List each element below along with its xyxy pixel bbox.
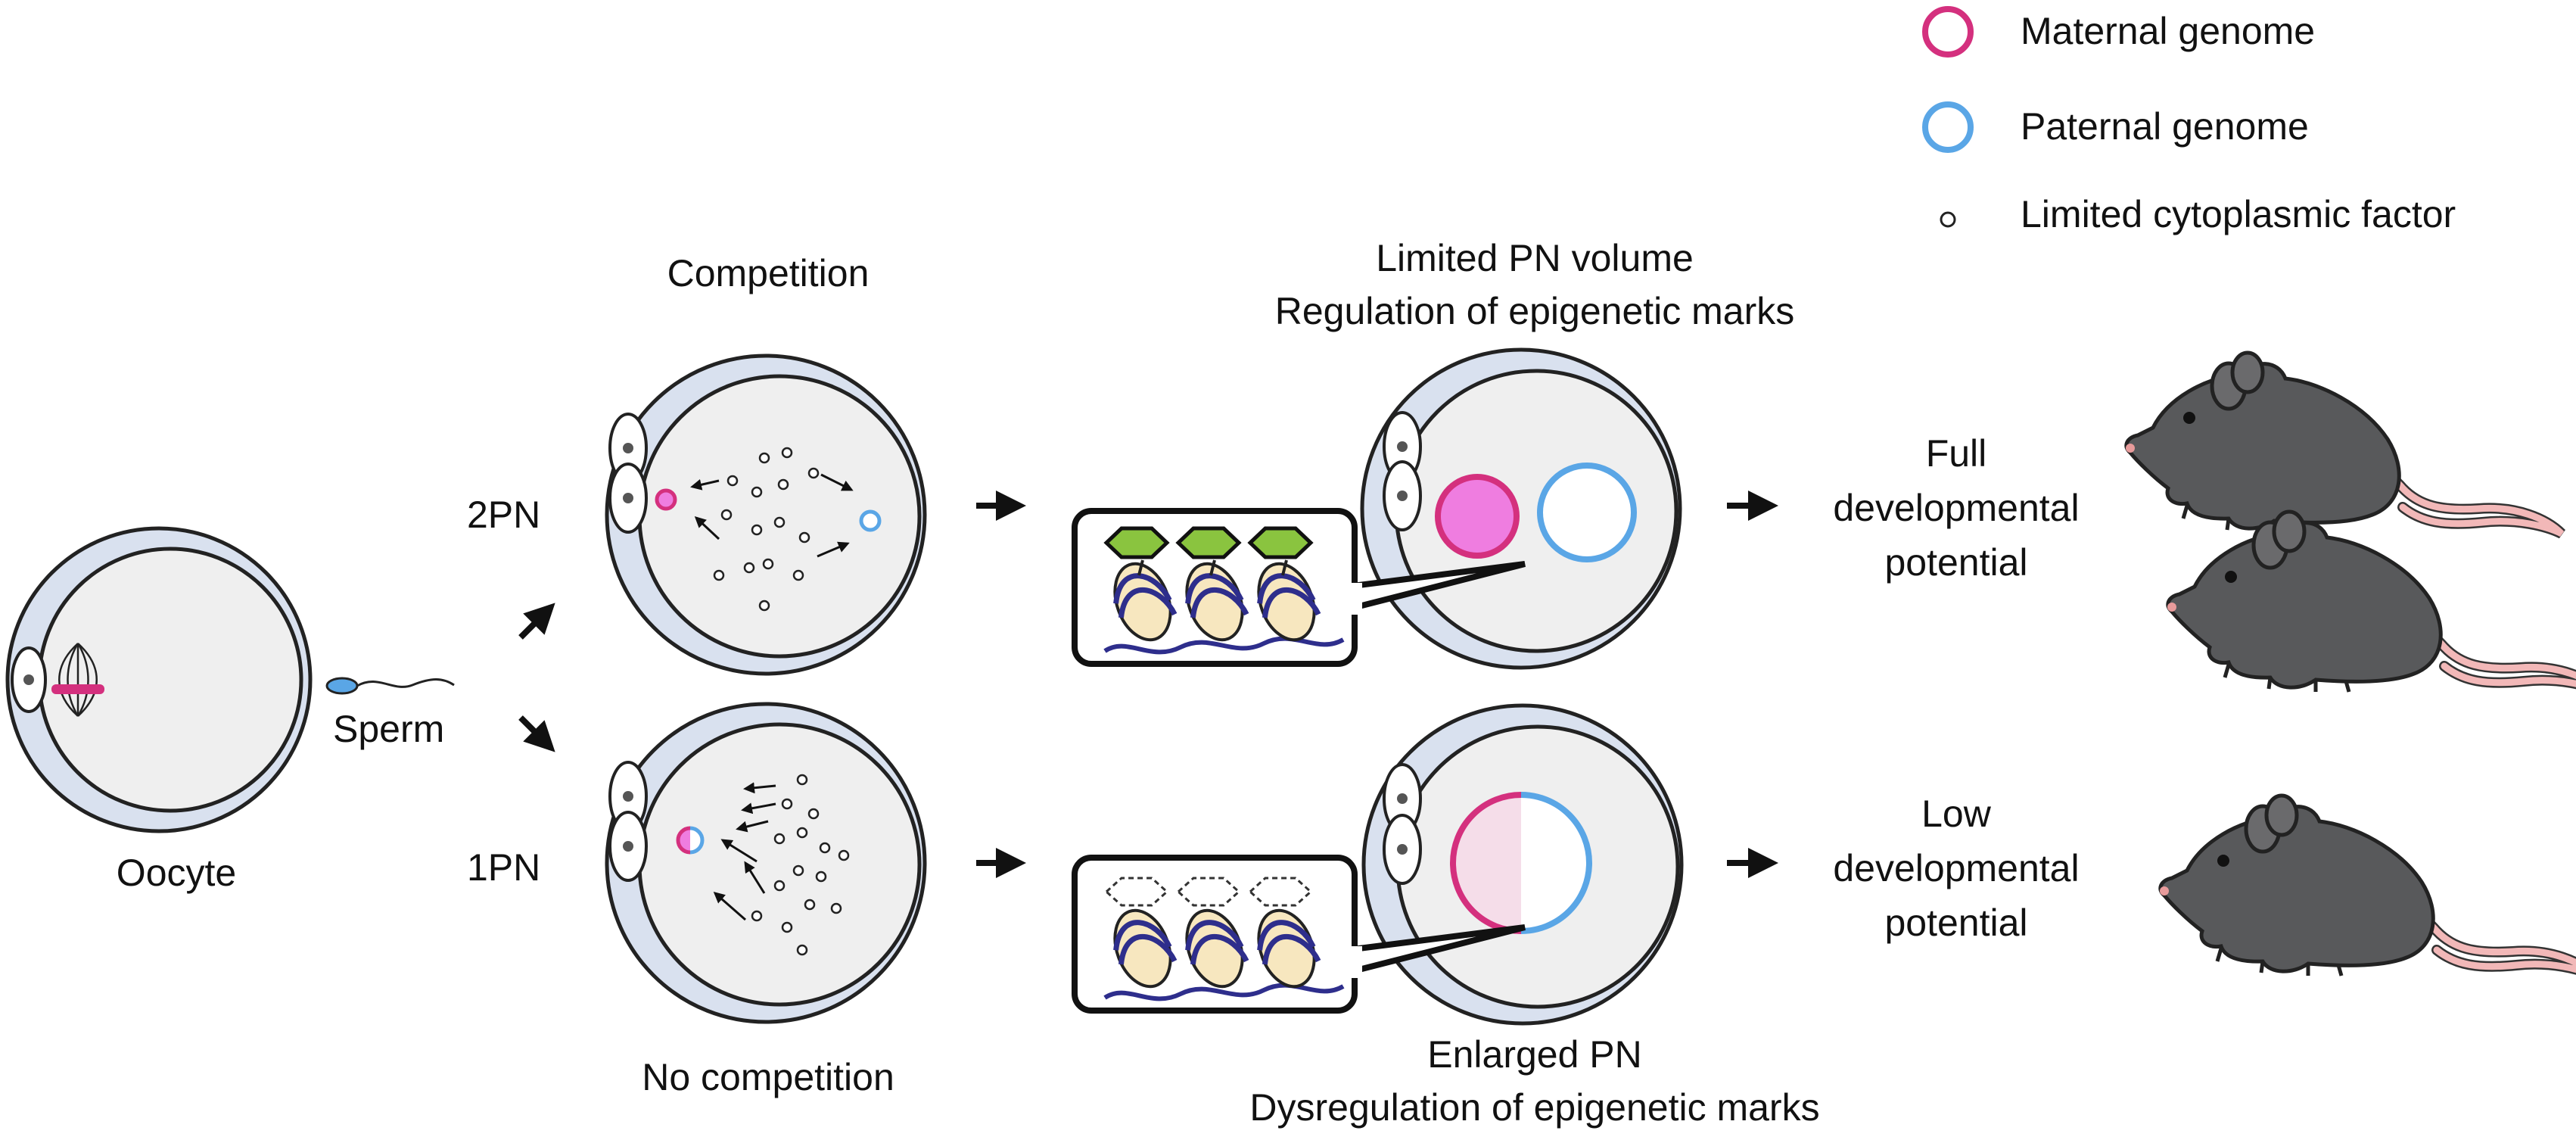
paternal-legend-icon <box>1922 101 1974 153</box>
arrow-icon <box>518 715 555 752</box>
zygote-1pn <box>605 702 927 1024</box>
mouse-icon <box>2126 353 2562 534</box>
bottom-caption-line1: Enlarged PN <box>1427 1033 1642 1076</box>
top-caption-line1: Limited PN volume <box>1376 237 1694 279</box>
legend-factor: Limited cytoplasmic factor <box>2021 193 2456 235</box>
hexagon-icon <box>1104 877 1313 907</box>
factor-legend-icon <box>1940 211 1956 228</box>
mouse-icon <box>2160 796 2576 976</box>
sperm-icon <box>325 677 455 695</box>
low-potential-line1: Low <box>1921 793 1992 835</box>
full-potential-line3: potential <box>1884 541 2027 584</box>
zygote-2pn-regulated <box>1360 347 1682 670</box>
oocyte-label: Oocyte <box>117 852 236 894</box>
no-competition-label: No competition <box>642 1056 894 1098</box>
competition-label: Competition <box>667 252 870 294</box>
two-pn-label: 2PN <box>467 494 540 536</box>
enlarged-pronucleus <box>1450 792 1592 934</box>
zygote-2pn <box>605 354 927 676</box>
mouse-icon <box>2167 512 2576 693</box>
paternal-pronucleus <box>859 509 882 532</box>
fused-pronucleus <box>676 826 705 855</box>
arrow-icon <box>518 603 555 640</box>
oocyte-cell <box>5 526 313 833</box>
low-potential-line3: potential <box>1884 902 2027 944</box>
full-potential-line1: Full <box>1926 432 1987 475</box>
cytoplasmic-factors <box>751 774 850 956</box>
sperm-label: Sperm <box>333 708 444 750</box>
one-pn-label: 1PN <box>467 846 540 889</box>
paternal-pronucleus <box>1537 463 1637 562</box>
low-potential-line2: developmental <box>1833 847 2079 889</box>
maternal-pronucleus <box>655 488 677 511</box>
legend-paternal: Paternal genome <box>2021 105 2309 148</box>
cytoplasmic-factors <box>713 447 820 612</box>
maternal-legend-icon <box>1922 6 1974 58</box>
spindle-icon <box>58 643 98 717</box>
nucleosome-icon <box>1103 559 1345 655</box>
zygote-1pn-enlarged <box>1361 703 1684 1026</box>
nucleosome-icon <box>1103 908 1345 1001</box>
legend-maternal: Maternal genome <box>2021 10 2315 52</box>
maternal-pronucleus <box>1435 474 1520 559</box>
full-potential-line2: developmental <box>1833 487 2079 529</box>
top-caption-line2: Regulation of epigenetic marks <box>1275 290 1795 332</box>
bottom-caption-line2: Dysregulation of epigenetic marks <box>1249 1086 1819 1129</box>
hexagon-icon <box>1103 526 1314 559</box>
chromatin-callout-regulated <box>1072 508 1526 667</box>
chromatin-callout-dysregulated <box>1072 855 1526 1014</box>
